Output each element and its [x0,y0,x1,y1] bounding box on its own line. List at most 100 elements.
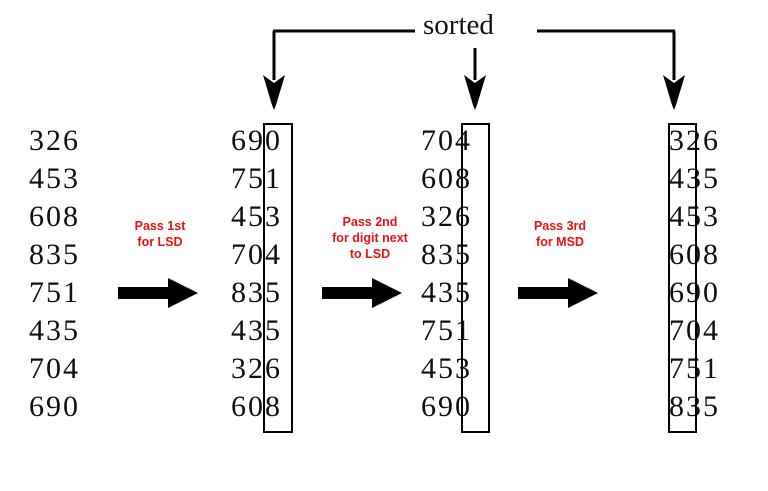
digit: 6 [455,200,470,233]
digit: 8 [669,390,684,423]
digit: 4 [421,352,436,385]
digit: 4 [231,200,246,233]
number-cell: 690 [420,388,540,426]
number-cell: 435 [230,312,350,350]
pass-3-arrow [518,276,600,310]
digit: 9 [438,390,453,423]
digit: 3 [248,276,263,309]
pass-label-line: for MSD [536,235,584,249]
number-cell: 751 [230,160,350,198]
digit: 7 [231,162,246,195]
digit: 8 [231,276,246,309]
digit: 3 [686,390,701,423]
digit: 5 [438,352,453,385]
digit: 2 [46,124,61,157]
digit: 7 [29,352,44,385]
number-cell: 326 [420,198,540,236]
digit: 9 [46,390,61,423]
digit: 0 [46,200,61,233]
number-cell: 751 [28,274,148,312]
digit: 7 [421,124,436,157]
digit: 9 [686,276,701,309]
number-cell: 704 [230,236,350,274]
digit: 3 [29,124,44,157]
digit: 1 [455,314,470,347]
digit: 4 [669,200,684,233]
digit: 5 [438,314,453,347]
digit: 0 [686,238,701,271]
number-cell: 704 [420,122,540,160]
digit: 3 [248,314,263,347]
digit: 3 [63,162,78,195]
digit: 0 [63,390,78,423]
digit: 5 [63,314,78,347]
digit: 6 [421,162,436,195]
digit: 7 [29,276,44,309]
digit: 0 [46,352,61,385]
digit: 6 [669,276,684,309]
digit: 6 [231,390,246,423]
number-cell: 608 [230,388,350,426]
digit: 4 [669,162,684,195]
number-cell: 326 [668,122,768,160]
digit: 3 [703,200,718,233]
digit: 0 [248,390,263,423]
digit: 0 [265,124,280,157]
number-cell: 704 [668,312,768,350]
digit: 5 [703,162,718,195]
digit: 8 [29,238,44,271]
number-cell: 835 [28,236,148,274]
digit: 6 [421,390,436,423]
digit: 4 [421,276,436,309]
digit: 3 [46,238,61,271]
digit: 6 [29,390,44,423]
digit: 0 [686,314,701,347]
digit: 4 [29,162,44,195]
number-cell: 751 [668,350,768,388]
number-cell: 608 [668,236,768,274]
digit: 2 [248,352,263,385]
digit: 6 [231,124,246,157]
number-cell: 608 [28,198,148,236]
digit: 7 [669,352,684,385]
digit: 4 [63,352,78,385]
pass-2-arrow [322,276,404,310]
digit: 4 [29,314,44,347]
digit: 5 [248,200,263,233]
digit: 3 [438,238,453,271]
digit: 3 [421,200,436,233]
digit: 8 [421,238,436,271]
number-cell: 435 [668,160,768,198]
digit: 6 [63,124,78,157]
pass-1-arrow [118,276,200,310]
digit: 5 [265,314,280,347]
digit: 5 [686,352,701,385]
sorted-bracket [263,29,685,110]
number-cell: 690 [28,388,148,426]
digit: 5 [455,276,470,309]
digit: 2 [686,124,701,157]
pass-label-line: to LSD [349,247,391,261]
digit: 8 [265,390,280,423]
number-cell: 453 [420,350,540,388]
digit: 5 [265,276,280,309]
digit: 5 [63,238,78,271]
digit: 6 [265,352,280,385]
digit: 9 [248,124,263,157]
digit: 5 [46,162,61,195]
digit: 1 [63,276,78,309]
digit: 5 [686,200,701,233]
digit: 5 [455,238,470,271]
sorted-label: sorted [423,9,494,41]
number-cell: 453 [230,198,350,236]
digit: 3 [438,276,453,309]
number-cell: 326 [28,122,148,160]
digit: 0 [438,124,453,157]
number-cell: 690 [230,122,350,160]
